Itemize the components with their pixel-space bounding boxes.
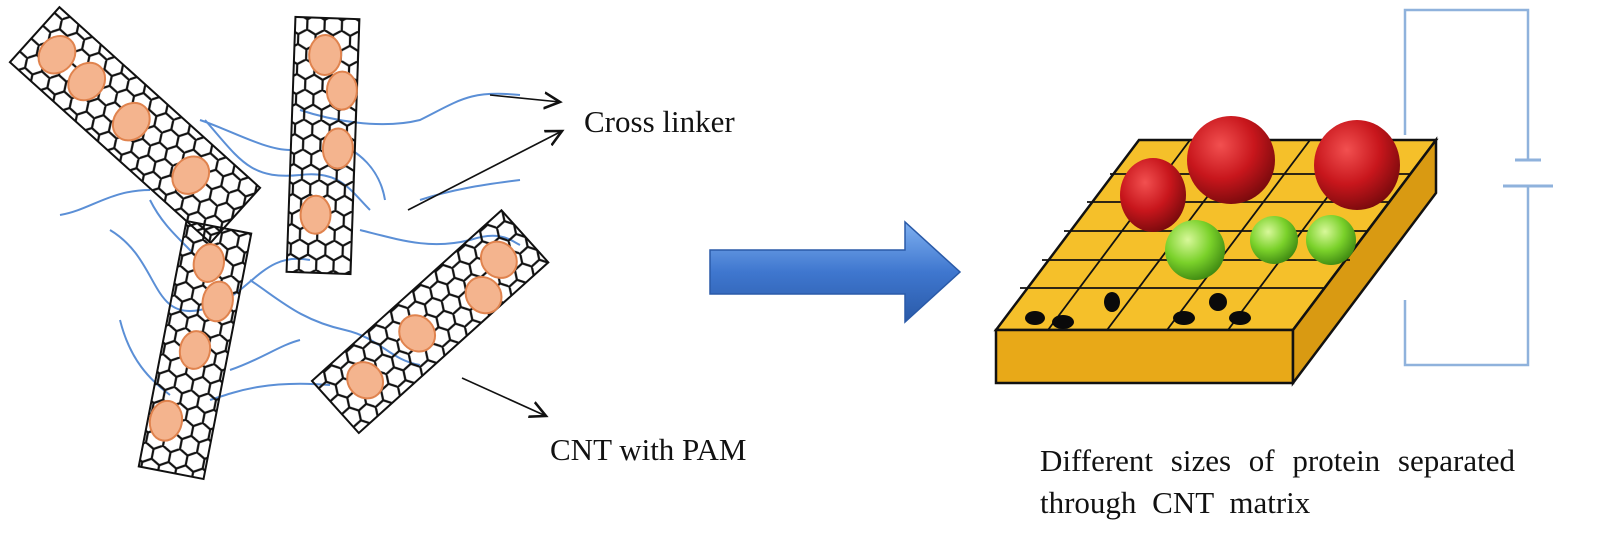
gel-slab-side <box>1291 136 1438 387</box>
pam-particle <box>346 361 385 400</box>
carbon-nanotube <box>285 15 361 276</box>
electrophoresis-circuit <box>1403 8 1553 367</box>
large-protein <box>1314 120 1400 210</box>
cross-linker-fiber <box>419 179 521 201</box>
separation-caption: Different sizes of protein separated thr… <box>1040 440 1515 524</box>
pam-particle <box>178 330 212 370</box>
pam-particle <box>201 280 234 323</box>
pam-particle <box>321 127 354 170</box>
pointer-arrows <box>407 95 562 416</box>
cross-linker-label: Cross linker <box>584 104 735 139</box>
gel-slab-front <box>994 328 1295 385</box>
cnt-with-pam-label: CNT with PAM <box>550 432 747 467</box>
large-protein <box>1120 158 1186 232</box>
small-protein <box>1173 311 1195 325</box>
caption-line-1: Different sizes of protein separated <box>1040 443 1515 478</box>
circuit-wire <box>1403 8 1530 160</box>
cross-linker-pointer <box>489 95 560 102</box>
pam-particle <box>464 275 503 315</box>
small-proteins <box>1025 292 1251 329</box>
medium-protein <box>1306 215 1356 265</box>
medium-protein <box>1165 220 1225 280</box>
battery-icon <box>1503 158 1553 188</box>
medium-protein <box>1250 216 1298 264</box>
pam-particle <box>171 155 211 195</box>
pam-particle <box>308 34 343 77</box>
pam-particle <box>37 35 77 75</box>
medium-proteins <box>1165 215 1356 280</box>
pam-particle <box>325 70 358 111</box>
cross-linker-pointer <box>407 131 562 211</box>
small-protein <box>1104 292 1120 312</box>
cnt-pam-pointer <box>461 377 546 416</box>
pam-particle <box>398 314 437 353</box>
pam-particle <box>148 399 184 442</box>
circuit-wire <box>1403 186 1530 367</box>
carbon-nanotube <box>310 208 550 435</box>
carbon-nanotube <box>8 5 262 245</box>
caption-line-2: through CNT matrix <box>1040 485 1311 520</box>
large-protein <box>1187 116 1275 204</box>
right-arrow-icon <box>709 220 962 324</box>
pam-particle <box>67 61 107 102</box>
small-protein <box>1052 315 1074 329</box>
pam-particle <box>299 194 332 235</box>
small-protein <box>1209 293 1227 311</box>
small-protein <box>1229 311 1251 325</box>
cross-linker-fiber <box>209 382 331 401</box>
pam-particle <box>479 240 518 279</box>
pam-particle <box>192 243 226 283</box>
cross-linker-fiber <box>59 189 151 216</box>
carbon-nanotube <box>137 219 253 481</box>
pam-particle <box>111 101 151 142</box>
large-proteins <box>1120 116 1400 232</box>
small-protein <box>1025 311 1045 325</box>
cross-linker-fiber <box>229 339 301 371</box>
cross-linker-fiber <box>199 119 291 151</box>
